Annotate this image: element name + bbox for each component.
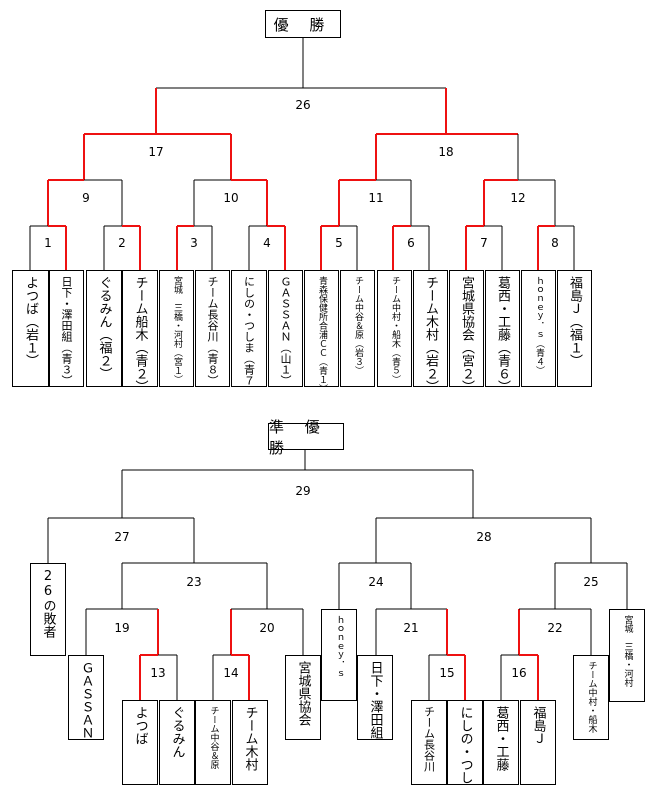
match-number: 18 — [438, 145, 454, 159]
team-box: よつば（岩１） — [12, 270, 49, 387]
team-box: 福島Ｊ — [520, 700, 556, 785]
team-box: ＧＡＳＳＡＮ — [68, 655, 104, 740]
team-box: ｈｏｎｅｙ．ｓ — [321, 609, 357, 701]
match-number: 25 — [583, 575, 599, 589]
match-number: 2 — [118, 236, 126, 250]
match-number: 5 — [335, 236, 343, 250]
team-box: 宮城 三橋・河村（宮１） — [159, 270, 194, 387]
team-box: ぐるみん — [159, 700, 195, 785]
match-number: 29 — [295, 484, 311, 498]
team-box: チーム中谷＆原（岩３） — [340, 270, 375, 387]
match-number: 14 — [223, 666, 239, 680]
team-box: チーム長谷川（青８） — [195, 270, 230, 387]
team-box: 日下・澤田組（青３） — [49, 270, 84, 387]
team-box: にしの・つしま — [447, 700, 483, 785]
match-number: 15 — [439, 666, 455, 680]
team-box: チーム船木（青２） — [122, 270, 158, 387]
team-box: よつば — [122, 700, 158, 785]
match-number: 8 — [551, 236, 559, 250]
match-number: 28 — [476, 530, 492, 544]
match-number: 26 — [295, 98, 311, 112]
match-number: 16 — [511, 666, 527, 680]
match-number: 27 — [114, 530, 130, 544]
team-box: 日下・澤田組 — [357, 655, 393, 740]
team-box: ぐるみん（福２） — [86, 270, 122, 387]
team-box: チーム木村 — [232, 700, 268, 785]
match-number: 24 — [368, 575, 384, 589]
match-number: 6 — [407, 236, 415, 250]
match-number: 10 — [223, 191, 239, 205]
match-number: 7 — [480, 236, 488, 250]
match-number: 1 — [44, 236, 52, 250]
match-number: 13 — [150, 666, 166, 680]
team-box: ＧＡＳＳＡＮ（山１） — [268, 270, 303, 387]
champion-title: 優 勝 — [265, 10, 341, 38]
team-box: 葛西・工藤（青６） — [485, 270, 520, 387]
match-number: 21 — [403, 621, 419, 635]
team-box: チーム木村（岩２） — [413, 270, 448, 387]
team-box: 葛西・工藤 — [483, 700, 519, 785]
match-number: 17 — [148, 145, 164, 159]
team-box: にしの・つしま（青７） — [231, 270, 267, 387]
team-box: 宮城県協会（宮２） — [449, 270, 484, 387]
runner-up-title: 準 優 勝 — [268, 418, 344, 457]
team-box: ｈｏｎｅｙ．ｓ（青４） — [521, 270, 556, 387]
match-number: 20 — [259, 621, 275, 635]
team-box: 青森保健所合浦ＣＣ（青１） — [304, 270, 339, 387]
team-box: チーム中谷＆原 — [195, 700, 231, 785]
team-box: チーム中村・船木（青５） — [377, 270, 412, 387]
team-box: 宮城 三橋・河村 — [609, 609, 645, 702]
team-box: チーム長谷川 — [411, 700, 447, 785]
team-box: 宮城県協会 — [285, 655, 321, 740]
match-number: 9 — [82, 191, 90, 205]
match-number: 3 — [190, 236, 198, 250]
match-number: 23 — [186, 575, 202, 589]
team-box: チーム中村・船木 — [573, 655, 609, 740]
team-box: 福島Ｊ（福１） — [557, 270, 592, 387]
match-number: 19 — [114, 621, 130, 635]
match-number: 22 — [547, 621, 563, 635]
match-number: 4 — [263, 236, 271, 250]
match-number: 12 — [510, 191, 526, 205]
team-box: 26の敗者 — [30, 563, 66, 656]
match-number: 11 — [368, 191, 384, 205]
